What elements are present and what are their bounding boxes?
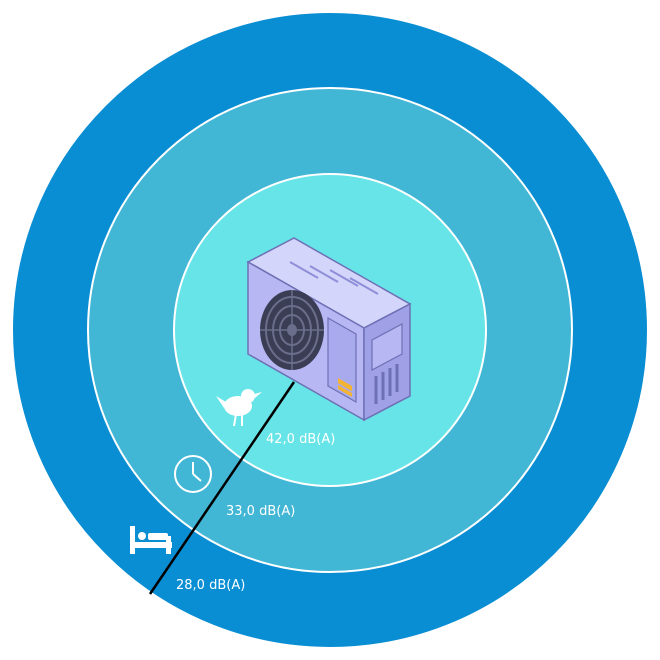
- middle-zone-label: 33,0 dB(A): [226, 504, 295, 519]
- inner-zone-label: 42,0 dB(A): [266, 432, 335, 447]
- air-conditioner-outdoor-unit-icon: [246, 237, 412, 422]
- outer-zone-label: 28,0 dB(A): [176, 578, 245, 593]
- clock-icon: [174, 455, 212, 493]
- distance-line: [148, 381, 296, 595]
- bed-icon: [130, 526, 172, 554]
- bird-icon: [216, 389, 262, 427]
